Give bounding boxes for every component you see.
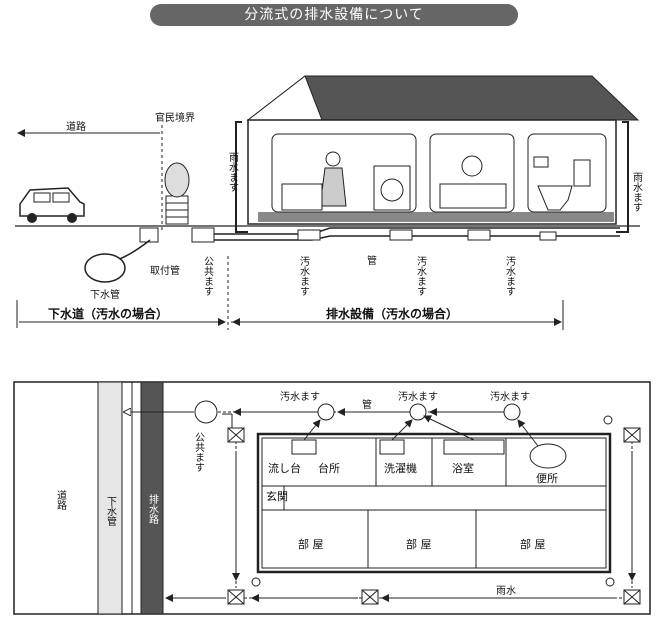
plan-osui-masu-2-label: 汚水ます bbox=[398, 390, 438, 403]
top-kan-label: 管 bbox=[367, 254, 377, 267]
osui-masu-1 bbox=[317, 403, 335, 421]
drain-strip bbox=[140, 381, 164, 615]
take-pipe-label: 取付管 bbox=[150, 264, 180, 277]
plan-drain-label: 排水路 bbox=[147, 493, 159, 525]
section-left-label: 下水道（汚水の場合） bbox=[48, 306, 168, 321]
osui-masu-2-label-top: 汚水ます bbox=[415, 255, 427, 296]
hedge-icon bbox=[164, 162, 190, 225]
plan-osui-masu-3-label: 汚水ます bbox=[490, 390, 530, 403]
room-2: 部 屋 bbox=[406, 537, 432, 551]
room-bath: 浴室 bbox=[452, 461, 474, 475]
osui-masu-1-label-top: 汚水ます bbox=[298, 255, 310, 296]
plan-kan-label: 管 bbox=[362, 398, 372, 411]
top-road-label: 道路 bbox=[66, 120, 86, 133]
osui-masu-3-label-top: 汚水ます bbox=[504, 255, 516, 296]
osui-masu-2 bbox=[409, 403, 427, 421]
plan-rain-label: 雨水 bbox=[496, 585, 516, 597]
room-3: 部 屋 bbox=[520, 537, 546, 551]
room-sink: 流し台 bbox=[268, 461, 301, 475]
diagram-title: 分流式の排水設備について bbox=[150, 4, 518, 26]
room-kitchen: 台所 bbox=[318, 461, 340, 475]
gutter-right bbox=[616, 121, 629, 233]
osui-masu-3 bbox=[503, 403, 521, 421]
public-masu bbox=[194, 400, 218, 424]
rain-masu-left-label: 雨水ます bbox=[227, 152, 239, 192]
sewer-pipe-label: 下水管 bbox=[90, 288, 120, 301]
room-entrance: 玄関 bbox=[266, 489, 288, 503]
car-icon bbox=[19, 187, 85, 223]
room-1: 部 屋 bbox=[298, 537, 324, 551]
rain-masu-right-label: 雨水ます bbox=[631, 172, 643, 212]
house-icon bbox=[246, 75, 640, 225]
room-washer: 洗濯機 bbox=[384, 461, 417, 475]
plan-sewer-label: 下水管 bbox=[105, 496, 117, 527]
boundary-label: 官民境界 bbox=[155, 111, 195, 124]
public-masu-label-top: 公共ます bbox=[202, 256, 214, 296]
sewer-pipe-circle bbox=[84, 253, 126, 283]
gutter-left bbox=[235, 121, 248, 233]
room-toilet: 便所 bbox=[536, 472, 558, 485]
plan-public-masu-label: 公共ます bbox=[193, 432, 205, 472]
plan-road-label: 道路 bbox=[55, 489, 67, 511]
pipe-top bbox=[194, 227, 620, 235]
rain-masu-boxes bbox=[227, 427, 641, 605]
plan-osui-masu-1-label: 汚水ます bbox=[280, 390, 320, 403]
section-right-label: 排水設備（汚水の場合） bbox=[326, 306, 458, 321]
sewer-strip bbox=[97, 381, 123, 615]
